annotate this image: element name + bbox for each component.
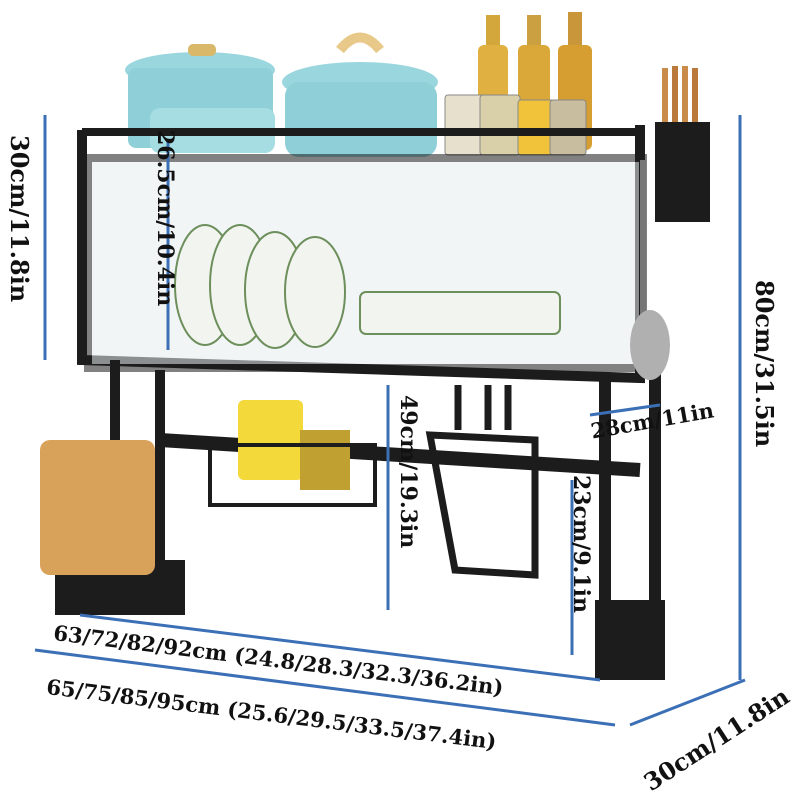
label-top-shelf-height: 26.5cm/10.4in xyxy=(152,130,178,307)
cutting-board xyxy=(40,440,155,575)
pot-right xyxy=(282,32,438,157)
label-middle-clearance: 49cm/19.3in xyxy=(395,395,421,549)
label-left-height: 30cm/11.8in xyxy=(5,135,34,303)
pot-left xyxy=(125,44,275,153)
utensil-holder xyxy=(655,66,710,222)
knife-holder xyxy=(425,385,539,579)
label-total-height: 80cm/31.5in xyxy=(750,280,779,448)
label-holder-height: 23cm/9.1in xyxy=(568,475,594,613)
dimension-lines xyxy=(34,115,746,727)
hanging-ladle xyxy=(630,160,670,380)
plates xyxy=(174,224,561,349)
spice-jars xyxy=(444,94,587,156)
side-basket xyxy=(208,400,377,507)
